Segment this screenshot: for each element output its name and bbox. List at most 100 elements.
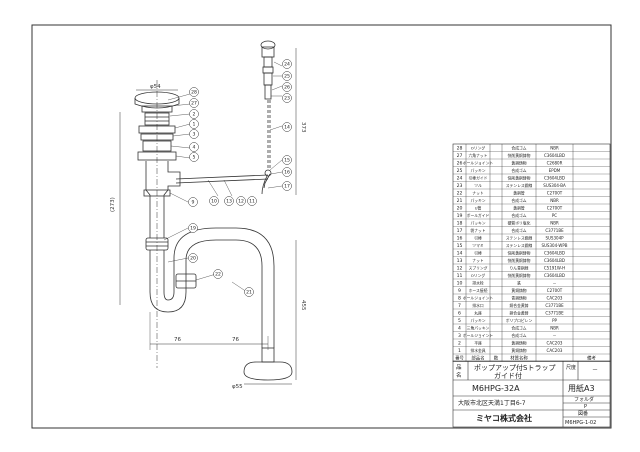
cell-material: 快削黄銅鋳物 bbox=[508, 176, 531, 181]
callout-circle bbox=[189, 109, 199, 119]
callout-circle bbox=[189, 87, 199, 97]
callout-number: 28 bbox=[191, 90, 197, 96]
flange-seat bbox=[141, 105, 173, 113]
cell-name: 引棒 bbox=[474, 236, 482, 241]
cell-material: 黄銅鋳物 bbox=[511, 341, 526, 346]
callout-circle bbox=[189, 98, 199, 108]
callout-balloon: 21 bbox=[244, 287, 254, 297]
cell-material: 合成ゴム bbox=[511, 146, 526, 151]
dim-h-rod: 373 bbox=[300, 122, 306, 133]
joint-nut bbox=[145, 237, 169, 251]
callout-balloon: 2 bbox=[189, 109, 199, 119]
tail-piece bbox=[145, 161, 181, 238]
cell-num: 7 bbox=[458, 303, 461, 309]
product-name-line2: ガイド付 bbox=[494, 371, 522, 380]
cell-num: 17 bbox=[457, 228, 463, 234]
callout-circle bbox=[282, 82, 292, 92]
cell-name: ボールジョイント bbox=[463, 161, 494, 166]
cell-num: 18 bbox=[457, 221, 463, 227]
cell-remarks: SUS304-WPB bbox=[541, 243, 567, 248]
callout-number: 14 bbox=[284, 125, 290, 131]
callout-balloon: 1 bbox=[189, 119, 199, 129]
cell-num: 13 bbox=[457, 258, 463, 264]
cell-num: 21 bbox=[457, 198, 463, 204]
drawing-number: M6HPG-1-02 bbox=[565, 420, 596, 426]
cell-name: パッキン bbox=[470, 168, 485, 173]
callout-circle bbox=[236, 196, 246, 206]
callout-balloon: 22 bbox=[213, 269, 223, 279]
callout-number: 10 bbox=[211, 199, 217, 205]
dim-d-bottom: φ55 bbox=[232, 384, 243, 390]
cell-name: 排水金具 bbox=[470, 348, 485, 353]
cell-num: 3 bbox=[458, 333, 461, 339]
callout-number: 20 bbox=[190, 256, 196, 262]
name-label-b: 名 bbox=[456, 371, 462, 379]
cell-num: 8 bbox=[458, 296, 461, 302]
cell-material: 鉄 bbox=[517, 281, 521, 286]
cell-remarks: PP bbox=[552, 318, 557, 323]
callout-circle bbox=[189, 152, 199, 162]
product-name-line1: ポップアップ付Sトラップ bbox=[474, 363, 555, 372]
callout-number: 21 bbox=[246, 290, 252, 296]
cell-material: 黄銅鋳物 bbox=[511, 348, 526, 353]
company-address: 大阪市北区天満1丁目6-7 bbox=[458, 399, 526, 407]
cell-name: 引棒 bbox=[474, 251, 482, 256]
cell-name: U管 bbox=[475, 206, 482, 211]
callout-balloon: 23 bbox=[282, 93, 292, 103]
callout-balloon: 9 bbox=[188, 197, 198, 207]
scale-label: 尺度 bbox=[566, 364, 576, 371]
callout-balloon: 24 bbox=[282, 59, 292, 69]
cell-num: 27 bbox=[457, 153, 463, 159]
cell-remarks: － bbox=[553, 281, 557, 286]
cell-remarks: C5191W-H bbox=[544, 266, 565, 271]
callout-circle bbox=[282, 181, 292, 191]
callout-balloon: 15 bbox=[282, 155, 292, 165]
callout-circle bbox=[209, 196, 219, 206]
cell-num: 22 bbox=[457, 191, 463, 197]
rod-nut bbox=[262, 66, 274, 74]
cell-name: 平座 bbox=[474, 341, 482, 346]
cell-name: ボールジョイント bbox=[463, 333, 494, 338]
callout-balloon: 27 bbox=[189, 98, 199, 108]
callout-balloon: 19 bbox=[188, 223, 198, 233]
cell-remarks: EPDM bbox=[549, 168, 561, 173]
cell-name: パッキン bbox=[470, 221, 485, 226]
trap-drawing bbox=[119, 40, 297, 385]
cell-name: 排水栓 bbox=[472, 281, 484, 286]
dim-h-main: (273) bbox=[110, 197, 116, 212]
callout-number: 12 bbox=[238, 199, 244, 205]
cell-name: パッキン bbox=[470, 318, 485, 323]
cell-remarks: NBR bbox=[550, 326, 559, 331]
callout-balloon: 28 bbox=[189, 87, 199, 97]
cell-material: 快削黄銅鋳物 bbox=[508, 258, 531, 263]
cell-material: 黄銅管 bbox=[513, 206, 525, 211]
callout-circle bbox=[247, 196, 257, 206]
cell-material: 銅合金黄鋳 bbox=[510, 311, 529, 316]
knob-top bbox=[260, 40, 276, 50]
cell-material: 硬質ポリ塩化 bbox=[508, 221, 531, 226]
title-block bbox=[452, 360, 611, 428]
cell-remarks: SUS304P bbox=[545, 236, 564, 241]
callout-circle bbox=[213, 269, 223, 279]
folder-label: フォルダ bbox=[574, 396, 594, 403]
cell-name: ホース接続 bbox=[469, 288, 488, 293]
cell-remarks: C3604LBD bbox=[544, 273, 565, 278]
dim-w-right: 76 bbox=[232, 337, 239, 343]
gasket-upper bbox=[140, 133, 174, 141]
cell-remarks: C3771BE bbox=[545, 303, 564, 308]
callout-number: 17 bbox=[284, 184, 290, 190]
callout-circle bbox=[189, 119, 199, 129]
callout-circle bbox=[282, 59, 292, 69]
callout-number: 9 bbox=[192, 200, 195, 206]
cell-name: 排水口 bbox=[472, 303, 484, 308]
cell-num: 19 bbox=[457, 213, 463, 219]
